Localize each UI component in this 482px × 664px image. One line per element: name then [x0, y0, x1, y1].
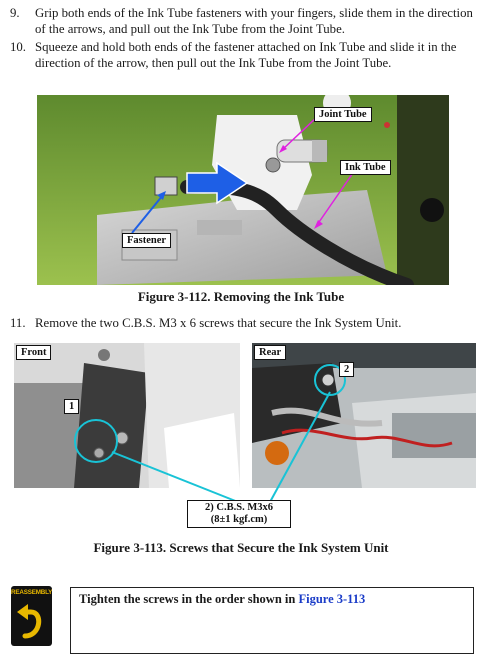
figure-3-113-link[interactable]: Figure 3-113	[298, 592, 366, 606]
rear-photo: Rear 2	[252, 343, 476, 488]
rear-label: Rear	[254, 345, 287, 360]
reassembly-icon: REASSEMBLY	[11, 586, 52, 646]
joint-tube-label: Joint Tube	[314, 107, 372, 122]
front-label: Front	[16, 345, 52, 360]
step-number: 9.	[10, 6, 20, 20]
screw-spec-line-1: 2) C.B.S. M3x6	[205, 502, 273, 513]
step-text: Squeeze and hold both ends of the fasten…	[35, 40, 457, 70]
ink-tube-label: Ink Tube	[340, 160, 391, 175]
reassembly-note-box: Tighten the screws in the order shown in…	[70, 587, 474, 654]
u-turn-arrow-icon	[17, 604, 42, 639]
front-photo: Front 1	[14, 343, 240, 488]
fastener-label: Fastener	[122, 233, 172, 248]
step-text: Remove the two C.B.S. M3 x 6 screws that…	[35, 316, 402, 330]
reassembly-note-text: Tighten the screws in the order shown in	[79, 592, 299, 606]
step-number: 11.	[10, 316, 26, 330]
figure-3-113-caption: Figure 3-113. Screws that Secure the Ink…	[93, 540, 389, 555]
screw-marker-2: 2	[339, 362, 355, 377]
figure-3-112-caption: Figure 3-112. Removing the Ink Tube	[137, 289, 345, 304]
screw-marker-1: 1	[64, 399, 80, 414]
screw-spec-box: 2) C.B.S. M3x6 (8±1 kgf.cm)	[187, 500, 291, 528]
reassembly-icon-label: REASSEMBLY	[11, 589, 52, 596]
step-text: Grip both ends of the Ink Tube fasteners…	[35, 6, 473, 36]
step-number: 10.	[10, 40, 26, 54]
ink-tube-photo: Joint Tube Ink Tube Fastener	[37, 95, 449, 285]
screw-spec-line-2: (8±1 kgf.cm)	[210, 514, 268, 525]
